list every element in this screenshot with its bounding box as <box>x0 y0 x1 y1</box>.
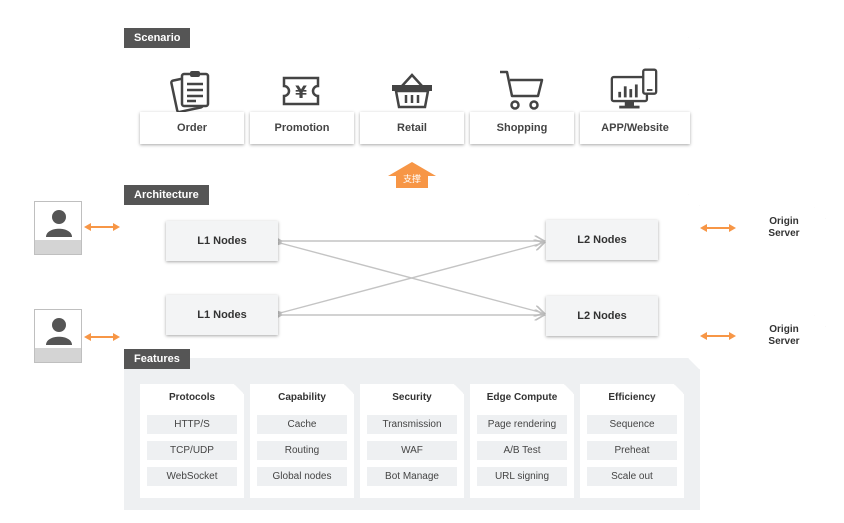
feature-card-security: Security Transmission WAF Bot Manage <box>360 384 464 498</box>
origin-label-line2: Server <box>768 336 800 347</box>
scenario-card-promotion: Promotion <box>250 112 354 144</box>
architecture-tag: Architecture <box>124 185 209 205</box>
user-avatar-top <box>34 201 82 255</box>
feature-item: Cache <box>257 415 347 434</box>
devices-icon <box>610 68 658 109</box>
support-up-arrow <box>388 162 436 188</box>
person-icon <box>46 318 72 345</box>
feature-item: Transmission <box>367 415 457 434</box>
feature-card-capability: Capability Cache Routing Global nodes <box>250 384 354 498</box>
features-tag: Features <box>124 349 190 369</box>
user-avatar-bottom <box>34 309 82 363</box>
feature-title: Protocols <box>168 392 216 403</box>
l2-node-bottom: L2 Nodes <box>546 296 658 336</box>
feature-item: Bot Manage <box>367 467 457 486</box>
feature-card-edge-compute: Edge Compute Page rendering A/B Test URL… <box>470 384 574 498</box>
feature-item: URL signing <box>477 467 567 486</box>
support-label: 支撑 <box>402 175 421 185</box>
l1-node-bottom: L1 Nodes <box>166 295 278 335</box>
person-icon <box>46 210 72 237</box>
scenario-card-retail: Retail <box>360 112 464 144</box>
feature-item: Page rendering <box>477 415 567 434</box>
feature-item: HTTP/S <box>147 415 237 434</box>
feature-item: WebSocket <box>147 467 237 486</box>
scenario-card-shopping: Shopping <box>470 112 574 144</box>
feature-title: Security <box>392 392 432 403</box>
feature-card-protocols: Protocols HTTP/S TCP/UDP WebSocket <box>140 384 244 498</box>
feature-item: WAF <box>367 441 457 460</box>
coupon-yen-icon: ¥ <box>282 76 320 106</box>
origin-server-bottom: Origin Server <box>742 315 826 357</box>
scenario-card-app-website: APP/Website <box>580 112 690 144</box>
feature-title: Edge Compute <box>486 392 558 403</box>
l2-node-top: L2 Nodes <box>546 220 658 260</box>
svg-text:¥: ¥ <box>295 83 307 103</box>
basket-icon <box>392 73 432 109</box>
feature-item: TCP/UDP <box>147 441 237 460</box>
feature-item: Routing <box>257 441 347 460</box>
origin-server-top: Origin Server <box>742 207 826 249</box>
origin-label-line2: Server <box>768 228 800 239</box>
feature-item: Scale out <box>587 467 677 486</box>
feature-item: Preheat <box>587 441 677 460</box>
origin-label-line1: Origin <box>769 324 799 335</box>
feature-item: A/B Test <box>477 441 567 460</box>
feature-title: Capability <box>278 392 326 403</box>
origin-label-line1: Origin <box>769 216 799 227</box>
feature-item: Global nodes <box>257 467 347 486</box>
feature-item: Sequence <box>587 415 677 434</box>
feature-title: Efficiency <box>608 392 656 403</box>
order-clipboard-icon <box>170 71 210 114</box>
shopping-cart-icon <box>500 70 544 110</box>
l1-node-top: L1 Nodes <box>166 221 278 261</box>
scenario-tag: Scenario <box>124 28 191 48</box>
feature-card-efficiency: Efficiency Sequence Preheat Scale out <box>580 384 684 498</box>
scenario-card-order: Order <box>140 112 244 144</box>
